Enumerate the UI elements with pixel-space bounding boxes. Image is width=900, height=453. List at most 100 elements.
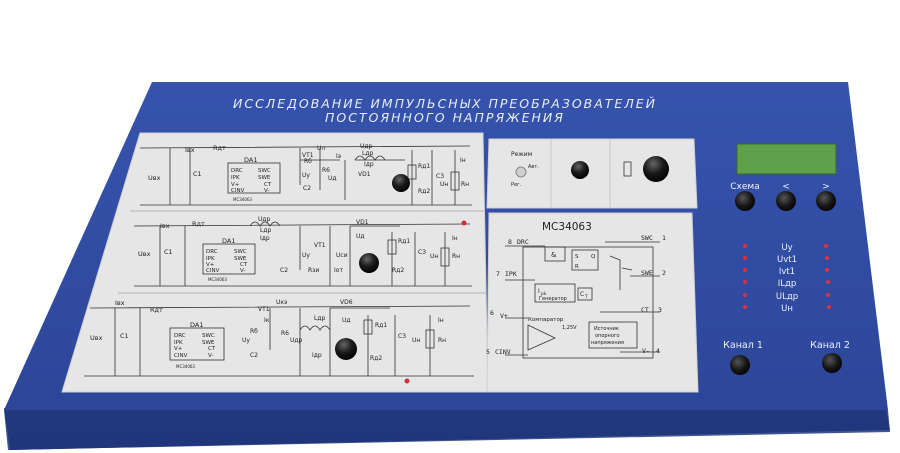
- s3-iin: Iвх: [115, 299, 125, 307]
- s2-rn: Rн: [452, 253, 460, 260]
- chip-diagram-panel: MC34063 8 DRC SWC 1 7 IPK SWE 2 6 V+ CT …: [486, 212, 699, 393]
- s1-vplus: V+: [231, 182, 240, 188]
- s1-iz: Iэ: [336, 153, 341, 160]
- s2-ua: Uд: [356, 233, 365, 240]
- s1-ldr: Lдр: [362, 150, 373, 157]
- next-button[interactable]: [816, 191, 836, 211]
- s2-ipk: IPK: [206, 256, 215, 262]
- pin7-num: 7: [496, 270, 500, 278]
- potentiometer-knob[interactable]: [571, 161, 589, 179]
- indicator-ildr: ILдр: [778, 279, 797, 289]
- s3-rdt: Rдт: [150, 306, 163, 314]
- prev-button[interactable]: [776, 191, 796, 211]
- s1-ua: Uд: [328, 175, 337, 182]
- mode-auto-label: Авт.: [528, 164, 539, 170]
- s2-drc: DRC: [206, 249, 218, 255]
- s2-chip: MC34063: [208, 277, 227, 282]
- source-line1: Источник: [594, 326, 619, 332]
- s3-vplus: V+: [174, 346, 183, 352]
- next-label: >: [822, 182, 830, 192]
- s2-udr: Uдр: [258, 216, 271, 223]
- s3-rd1: Rд1: [375, 322, 387, 329]
- indicator-ivt1: Ivt1: [779, 267, 795, 277]
- s1-rd1: Rд1: [418, 163, 430, 170]
- s1-un: Uп: [317, 145, 325, 152]
- s2-ldr: Lдр: [260, 227, 271, 234]
- block-s: S: [575, 254, 579, 260]
- s1-da1: DA1: [244, 156, 257, 164]
- s2-ct: CT: [240, 262, 248, 268]
- mode-label: Режим: [511, 151, 532, 158]
- s1-c1: C1: [193, 170, 202, 178]
- scheme-button[interactable]: [735, 191, 755, 211]
- stand-title-line1: ИССЛЕДОВАНИЕ ИМПУЛЬСНЫХ ПРЕОБРАЗОВАТЕЛЕЙ: [233, 96, 657, 111]
- s2-rzi: Rзи: [308, 267, 319, 274]
- pin3-num: 3: [658, 306, 662, 314]
- comparator-label: Компаратор: [528, 317, 564, 323]
- s3-rd2: Rд2: [370, 355, 382, 362]
- s3-drc: DRC: [174, 333, 186, 339]
- schematic-2: [133, 221, 472, 287]
- s2-knob[interactable]: [359, 253, 379, 273]
- s3-c3: C3: [398, 333, 406, 340]
- pin1-name: SWC: [641, 234, 653, 242]
- gen-label: Генератор: [539, 296, 567, 302]
- pin2-name: SWE: [641, 269, 653, 277]
- s3-rn: Rн: [438, 337, 446, 344]
- s2-swe: SWE: [234, 256, 247, 262]
- s1-idr: Iдр: [364, 161, 374, 168]
- pin6-name: V+: [500, 312, 508, 320]
- ct-block-c: C: [580, 291, 584, 298]
- indicator-labels: Uy Uvt1 Ivt1 ILдр ULдр Uн: [776, 243, 798, 314]
- s2-un-out: Uн: [430, 253, 438, 260]
- s2-vplus: V+: [206, 262, 215, 268]
- schematic-1: [139, 145, 472, 206]
- s3-ct: CT: [208, 346, 216, 352]
- s3-udr: Uдр: [290, 337, 303, 344]
- channel2-button[interactable]: [822, 353, 842, 373]
- mode-switch[interactable]: [515, 166, 527, 178]
- s3-c1: C1: [120, 332, 129, 340]
- s3-vminus: V-: [208, 353, 213, 359]
- s1-vd1-knob[interactable]: [392, 174, 410, 192]
- s1-ct: CT: [264, 182, 272, 188]
- s1-uin: Uвх: [148, 174, 161, 182]
- schematic-1-labels: Iвх Rдт Uвх C1 DA1 DRC SWC IPK SWE V+ CT…: [148, 143, 469, 202]
- chip-title: MC34063: [542, 221, 592, 233]
- s3-swc: SWC: [202, 333, 215, 339]
- channel1-label: Канал 1: [723, 340, 763, 351]
- s2-vd1: VD1: [356, 219, 369, 226]
- s3-da1: DA1: [190, 321, 203, 329]
- s1-drc: DRC: [231, 168, 243, 174]
- s3-uy: Uy: [242, 337, 250, 344]
- s3-in: Iн: [438, 317, 444, 324]
- indicator-uy: Uy: [781, 243, 792, 253]
- schematic-2-labels: Iвх Rдт Uвх C1 DA1 DRC SWC IPK SWE V+ CT…: [138, 216, 460, 282]
- indicator-un: Uн: [781, 304, 793, 314]
- s2-da1: DA1: [222, 237, 235, 245]
- s1-uy: Uy: [302, 172, 310, 179]
- s2-iin: Iвх: [160, 222, 170, 230]
- s2-c3: C3: [418, 249, 426, 256]
- s3-ldr: Lдр: [314, 315, 325, 322]
- s3-r6: R6: [281, 330, 289, 337]
- s3-knob[interactable]: [335, 338, 357, 360]
- s3-idr: Iдр: [312, 352, 322, 359]
- channel1-button[interactable]: [730, 355, 750, 375]
- schematics-panel: Iвх Rдт Uвх C1 DA1 DRC SWC IPK SWE V+ CT…: [61, 132, 489, 393]
- rotary-dial-knob[interactable]: [643, 156, 669, 182]
- indicator-uldr: ULдр: [776, 292, 798, 302]
- channel2-label: Канал 2: [810, 340, 850, 351]
- s2-rdt: Rдт: [192, 220, 205, 228]
- s2-c1: C1: [164, 248, 173, 256]
- s3-un-out: Uн: [412, 337, 420, 344]
- block-and: &: [551, 251, 557, 259]
- prev-label: <: [782, 182, 790, 192]
- pin2-num: 2: [662, 269, 666, 277]
- s1-rdt: Rдт: [213, 144, 226, 152]
- s1-rn: Rн: [461, 181, 469, 188]
- pin8-num: 8: [508, 238, 512, 246]
- s3-ua: Uд: [342, 317, 351, 324]
- s2-cinv: CINV: [206, 268, 220, 274]
